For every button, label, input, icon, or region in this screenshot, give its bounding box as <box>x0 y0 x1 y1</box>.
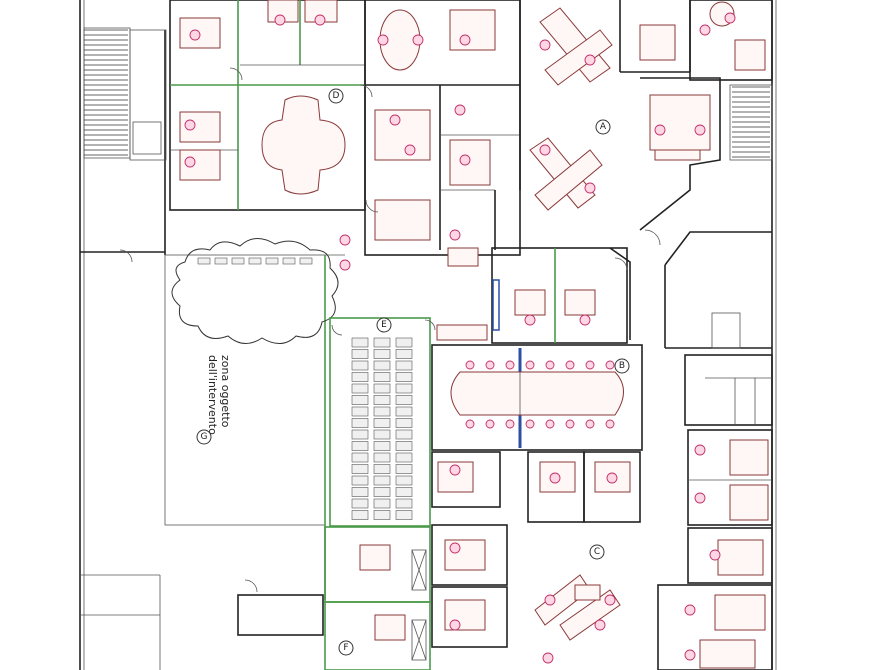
zone-letter-a: A <box>600 122 607 132</box>
zone-marker-g: G <box>196 429 212 445</box>
zone-c-open-space <box>534 574 621 641</box>
zone-note: zona oggetto dell'intervento <box>206 355 232 435</box>
zone-markers: A B C D E F G <box>196 88 630 656</box>
stairs-right <box>729 84 773 161</box>
right-service-rooms <box>657 231 773 670</box>
zone-note-line2: dell'intervento <box>206 355 219 435</box>
zone-marker-a: A <box>595 119 611 135</box>
doors <box>119 67 661 593</box>
middle-office-cluster <box>491 247 631 344</box>
chairs <box>184 12 736 664</box>
zone-letter-f: F <box>343 643 348 653</box>
zone-a-open-space <box>529 0 773 231</box>
zone-marker-f: F <box>338 640 354 656</box>
zone-f-area <box>237 526 431 670</box>
upper-middle-offices <box>364 0 521 267</box>
zone-marker-c: C <box>589 544 605 560</box>
zone-letter-d: D <box>333 91 340 101</box>
cloud-markup <box>171 238 339 344</box>
zone-letter-e: E <box>381 320 387 330</box>
zone-marker-d: D <box>328 88 344 104</box>
zone-marker-b: B <box>614 358 630 374</box>
zone-letter-c: C <box>594 547 600 557</box>
zone-marker-e: E <box>376 317 392 333</box>
zone-g-project-area <box>164 238 345 600</box>
zone-letter-b: B <box>619 361 625 371</box>
stairs-left <box>83 27 167 161</box>
zone-e-workstations <box>329 317 488 527</box>
zone-b-meeting <box>431 344 643 451</box>
zone-d-offices <box>169 0 366 211</box>
zone-note-line1: zona oggetto <box>219 355 232 428</box>
zone-letter-g: G <box>201 432 208 442</box>
